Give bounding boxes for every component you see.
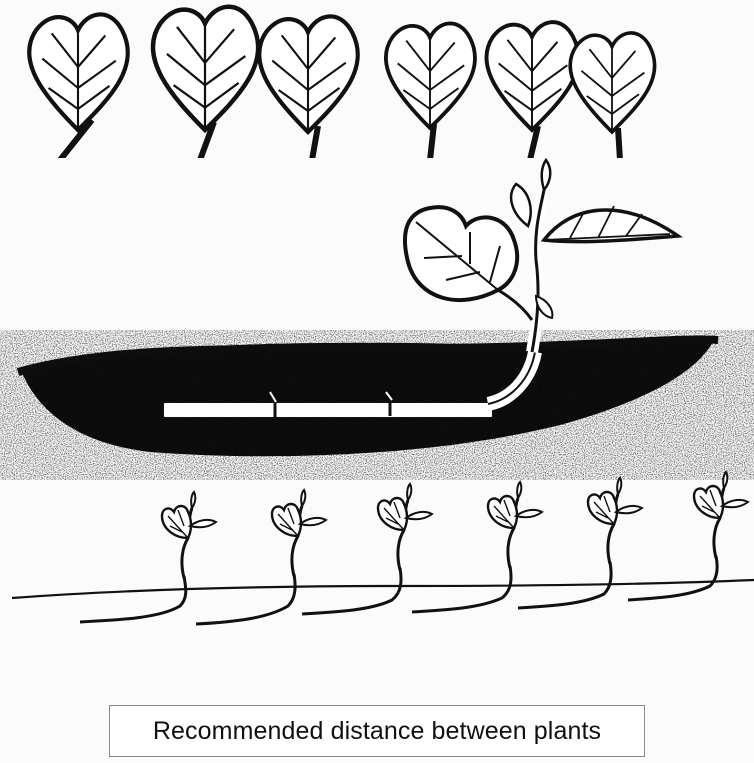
- leaf-band: [0, 0, 754, 162]
- caption-text: Recommended distance between plants: [153, 717, 601, 746]
- caption-box: Recommended distance between plants: [109, 705, 645, 757]
- plant-row: [12, 472, 754, 624]
- emerging-shoot: [405, 160, 678, 352]
